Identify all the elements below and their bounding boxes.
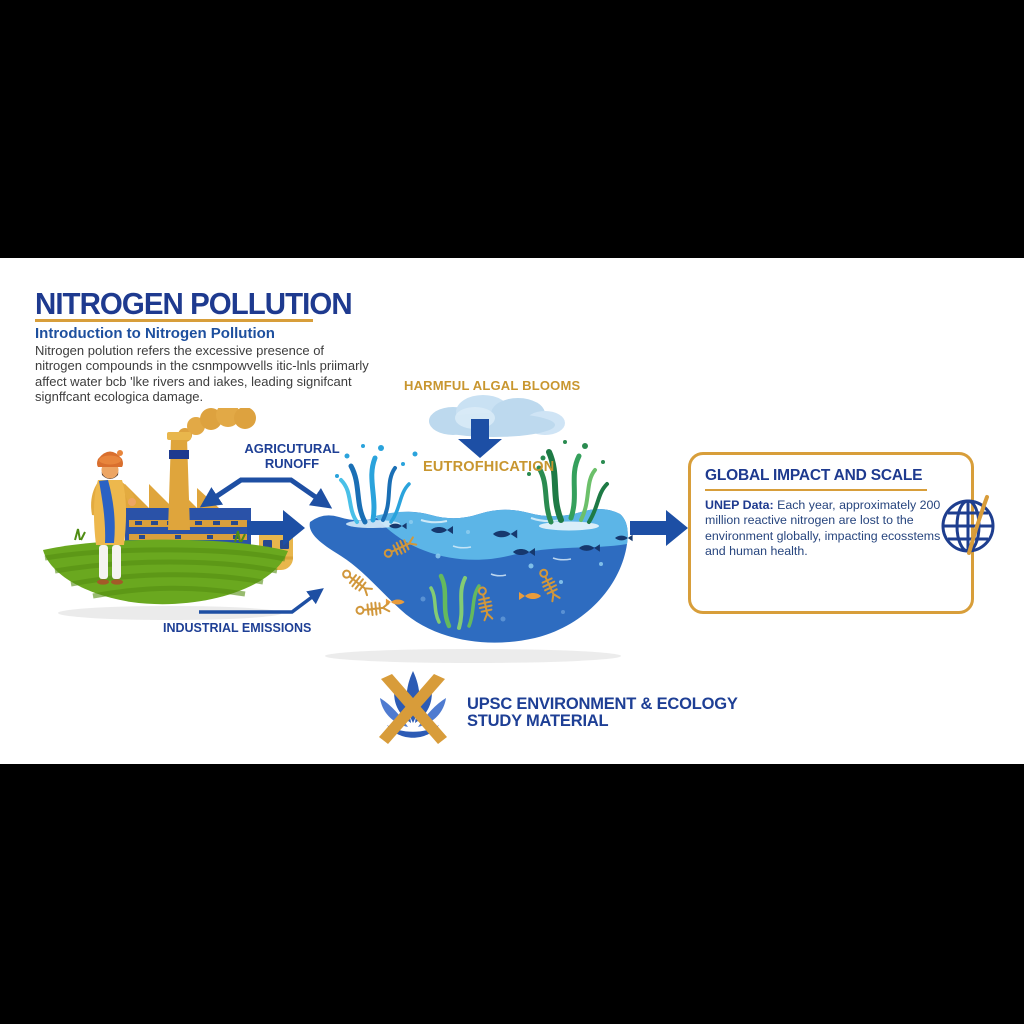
farm-factory-illustration — [35, 408, 305, 623]
industrial-emissions-label: INDUSTRIAL EMISSIONS — [163, 621, 312, 635]
orange-fish-icon — [385, 592, 541, 606]
block-arrow-down-icon — [458, 419, 502, 459]
block-arrow-right-icon — [247, 510, 305, 546]
agricultural-runoff-label: AGRICUTURAL RUNOFF — [244, 441, 340, 471]
impact-title-underline — [705, 489, 927, 491]
lake-shadow — [325, 649, 621, 663]
title-underline — [35, 319, 313, 322]
fish-school — [389, 522, 633, 556]
green-algae-bubbles — [527, 440, 605, 476]
blue-algae-icon — [339, 455, 411, 528]
harmful-algal-blooms-label: HARMFUL ALGAL BLOOMS — [404, 378, 581, 393]
block-arrow-right-icon — [630, 510, 688, 546]
double-headed-arrow-icon — [195, 468, 337, 513]
eutrophication-label: EUTROFHICATION — [423, 459, 555, 475]
field-shadow — [58, 606, 282, 620]
footer-line2: STUDY MATERIAL — [467, 712, 609, 731]
fish-skeletons — [342, 536, 561, 622]
green-algae-icon — [536, 449, 609, 531]
farmer-icon — [91, 450, 136, 585]
footer-brand-text: UPSC ENVIRONMENT & ECOLOGY STUDY MATERIA… — [467, 695, 738, 731]
polluted-lake-illustration — [303, 434, 633, 666]
globe-icon — [935, 489, 1001, 559]
blue-algae-bubbles — [335, 444, 418, 478]
impact-card-title: GLOBAL IMPACT AND SCALE — [705, 467, 923, 484]
line-arrow-up-right-icon — [196, 585, 331, 619]
unep-data-text: Each year, approximately 200 million rea… — [705, 498, 941, 559]
impact-card-body: UNEP Data: Each year, approximately 200 … — [705, 498, 957, 560]
grass-tuft-icon — [234, 530, 246, 543]
intro-paragraph: Nitrogen polution refers the excessive p… — [35, 343, 369, 404]
infographic-canvas: NITROGEN POLLUTION Introduction to Nitro… — [0, 258, 1024, 764]
page-title: NITROGEN POLLUTION — [35, 286, 353, 321]
global-impact-card: GLOBAL IMPACT AND SCALE UNEP Data: Each … — [688, 452, 974, 614]
grass-tuft-icon — [74, 528, 86, 541]
seaweed-icon — [429, 573, 481, 630]
lotus-logo-icon — [368, 668, 458, 750]
unep-data-lead: UNEP Data: — [705, 498, 774, 512]
footer-line1: UPSC ENVIRONMENT & ECOLOGY — [467, 695, 738, 713]
water-bubbles — [409, 520, 603, 584]
section-subtitle: Introduction to Nitrogen Pollution — [35, 325, 275, 342]
